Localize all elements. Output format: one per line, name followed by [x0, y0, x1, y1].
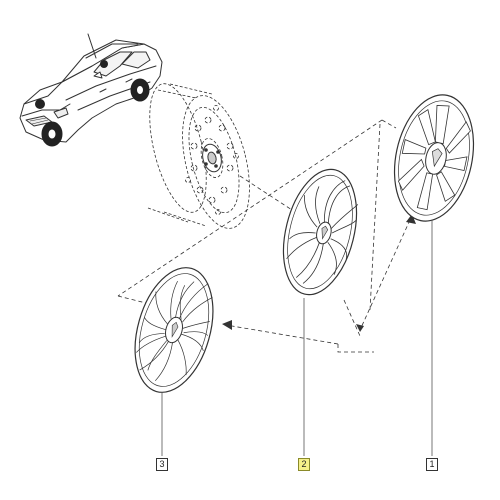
callout-part-3: 3 [156, 458, 168, 471]
wheel-hub [202, 143, 222, 173]
steel-wheel-rim [147, 83, 250, 229]
wheel-cover-2 [282, 168, 359, 296]
callout-part-1: 1 [426, 458, 438, 471]
callout-part-2: 2 [298, 458, 310, 471]
wheel-cover-3 [134, 267, 214, 393]
assembly-guide-lines [117, 119, 411, 353]
callout-leader-lines [161, 220, 433, 456]
arrow-heads [222, 214, 416, 332]
car-illustration [19, 33, 163, 147]
wheel-cover-1 [393, 94, 475, 222]
